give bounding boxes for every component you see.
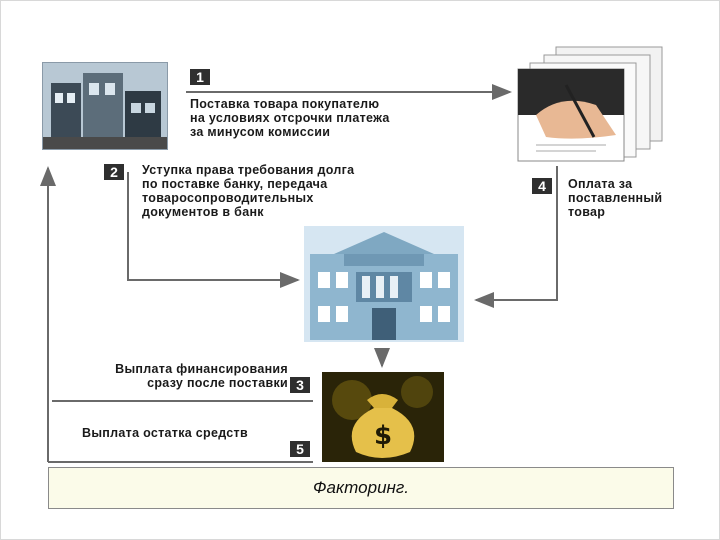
- arrow-step-2: [127, 172, 300, 288]
- buyer-image: [516, 45, 666, 163]
- supplier-image: [42, 62, 168, 150]
- step-3-badge: 3: [290, 377, 310, 393]
- step-2-label: Уступка права требования долга по постав…: [142, 163, 355, 219]
- step-5-badge: 5: [290, 441, 310, 457]
- step-1-badge: 1: [190, 69, 210, 85]
- step-4-badge: 4: [532, 178, 552, 194]
- money-bag-image: $: [322, 372, 444, 462]
- step-3-label: Выплата финансирования сразу после поста…: [115, 362, 288, 390]
- step-1-label: Поставка товара покупателю на условиях о…: [190, 97, 390, 139]
- caption: Факторинг.: [48, 467, 674, 509]
- step-2-badge: 2: [104, 164, 124, 180]
- step-5-label: Выплата остатка средств: [82, 426, 248, 440]
- arrow-step-4: [474, 166, 558, 308]
- bank-image: [304, 226, 464, 342]
- step-4-label: Оплата за поставленный товар: [568, 177, 663, 219]
- svg-text:$: $: [374, 421, 392, 451]
